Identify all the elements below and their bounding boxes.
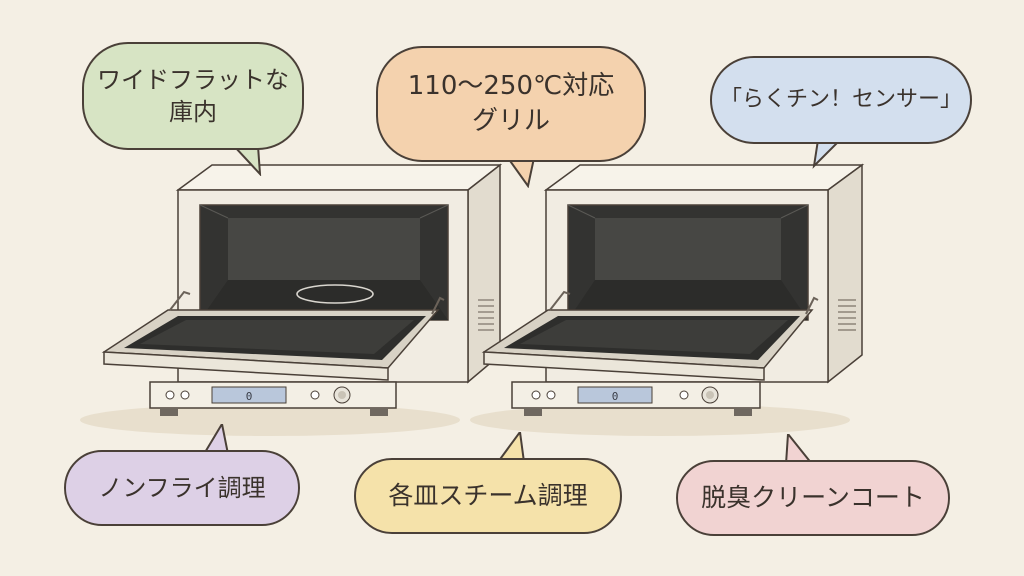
bubble-bottom-center: 各皿スチーム調理	[354, 458, 622, 534]
bubble-bottom-right-text: 脱臭クリーンコート	[701, 483, 925, 513]
ground-shadow-left	[80, 404, 460, 436]
oven-right	[481, 163, 865, 416]
bubble-tail-top-right	[812, 140, 842, 169]
display-value-right: 0	[612, 390, 619, 403]
bubble-tail-top-center	[508, 158, 536, 188]
bubble-tail-top-left	[232, 146, 262, 176]
display-panel-left	[211, 386, 287, 404]
display-value-left: 0	[246, 390, 253, 403]
oven-left	[101, 163, 503, 416]
bubble-bottom-right: 脱臭クリーンコート	[676, 460, 950, 536]
bubble-top-right: 「らくチン！センサー」	[710, 56, 972, 144]
bubble-bottom-left: ノンフライ調理	[64, 450, 300, 526]
bubble-top-left-text: ワイドフラットな 庫内	[97, 65, 289, 126]
display-panel-right	[577, 386, 653, 404]
bubble-top-left: ワイドフラットな 庫内	[82, 42, 304, 150]
bubble-top-center-text: 110～250℃対応 グリル	[407, 70, 615, 136]
bubble-top-center: 110～250℃対応 グリル	[376, 46, 646, 162]
bubble-bottom-left-text: ノンフライ調理	[98, 473, 266, 502]
bubble-top-right-text: 「らくチン！センサー」	[719, 87, 962, 113]
bubble-bottom-center-text: 各皿スチーム調理	[388, 481, 588, 511]
ground-shadow-right	[470, 404, 850, 436]
